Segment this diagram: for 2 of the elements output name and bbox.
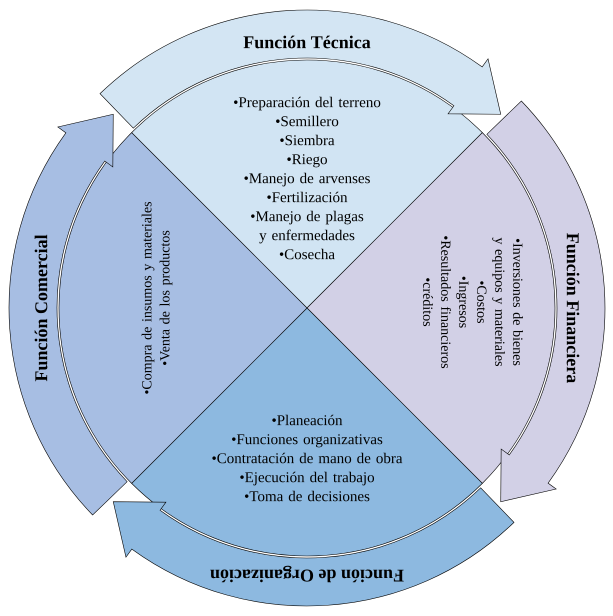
node-label: Función Financiera [566, 233, 580, 383]
arrow-band: Función Comercial [9, 114, 128, 516]
